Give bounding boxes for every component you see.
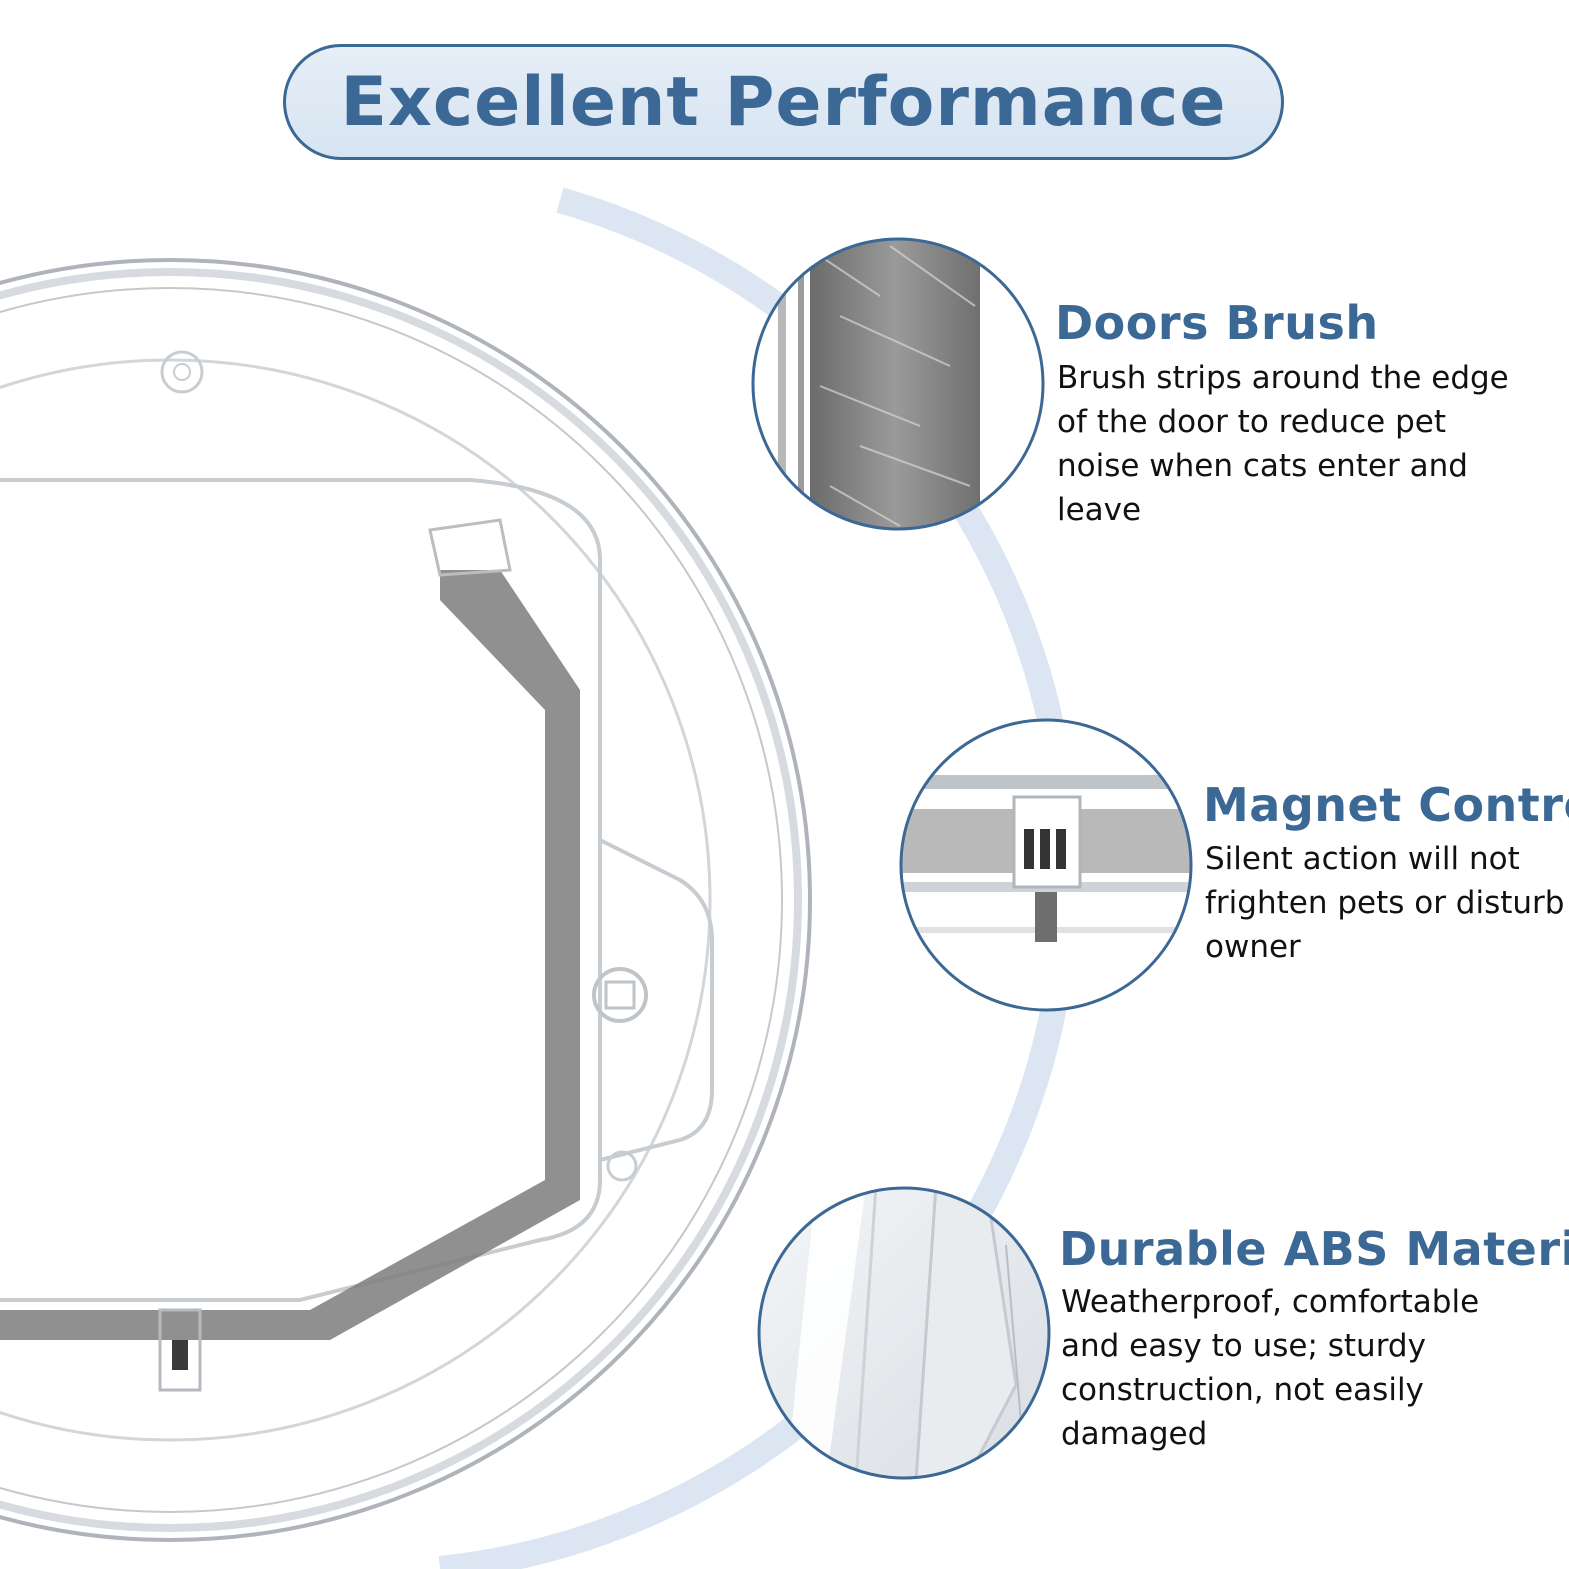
feature-title: Doors Brush [1055, 296, 1379, 350]
brush-detail-icon [751, 237, 1045, 531]
feature-title: Durable ABS Material [1059, 1222, 1569, 1276]
door-outer-ring [0, 258, 812, 1542]
page-title: Excellent Performance [340, 62, 1227, 142]
material-detail-icon [757, 1186, 1051, 1480]
feature-title: Magnet Control [1203, 778, 1569, 832]
feature-description: Weatherproof, comfortable and easy to us… [1061, 1284, 1480, 1452]
magnet-detail-icon [899, 718, 1193, 1012]
feature-description: Silent action will not frighten pets or … [1205, 841, 1565, 965]
feature-description: Brush strips around the edge of the door… [1057, 360, 1509, 528]
flap-brush-strip [0, 570, 580, 1340]
title-banner: Excellent Performance [283, 44, 1284, 160]
